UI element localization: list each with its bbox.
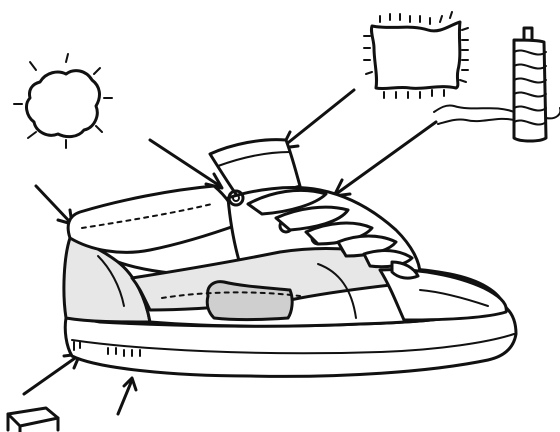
arrow-eraser-to-sole bbox=[24, 354, 80, 394]
spiky-blob-icon bbox=[14, 54, 112, 148]
sneaker bbox=[64, 140, 516, 377]
rope-icon bbox=[434, 28, 560, 141]
sneaker-collar bbox=[68, 186, 240, 252]
arrow-swatch-to-tongue bbox=[282, 90, 354, 148]
arrow-to-heel-top bbox=[36, 186, 72, 224]
arrow-blob-to-collar bbox=[150, 140, 222, 188]
eraser-icon bbox=[8, 408, 58, 432]
arrow-rope-to-laces bbox=[334, 122, 436, 196]
arrow-to-midsole bbox=[118, 378, 136, 414]
fabric-swatch-icon bbox=[364, 12, 468, 98]
